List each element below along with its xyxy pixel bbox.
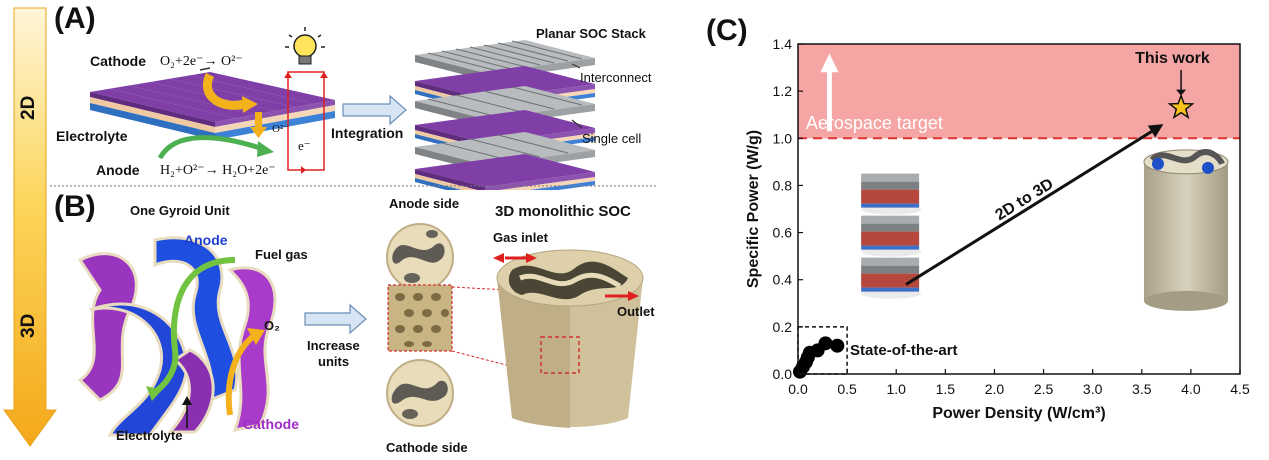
x-tick-label: 2.5 — [1034, 381, 1054, 397]
x-tick-label: 2.0 — [985, 381, 1005, 397]
y-tick-label: 1.4 — [773, 36, 793, 52]
state-of-the-art-point — [818, 336, 833, 351]
x-tick-label: 4.0 — [1181, 381, 1201, 397]
y-tick-label: 1.2 — [773, 83, 793, 99]
x-tick-label: 1.5 — [936, 381, 956, 397]
panel-b-graphics — [77, 223, 644, 437]
increase-label: Increase — [307, 338, 360, 353]
anode-reaction: H₂+O²⁻→ H₂O+2e⁻ — [160, 163, 276, 178]
mono-title: 3D monolithic SOC — [495, 203, 631, 220]
chart-svg: 0.0 0.5 1.0 1.5 2.0 2.5 3.0 3.5 4.0 4.5 0.0 0.2 0.4… — [745, 36, 1250, 422]
state-of-the-art-point — [830, 338, 845, 353]
gyroid-cathode-label: Cathode — [243, 416, 299, 432]
lightbulb-icon — [285, 27, 325, 65]
o2-label: O₂ — [264, 318, 280, 333]
panel-divider — [50, 185, 658, 187]
panel-c-tag: (C) — [706, 14, 748, 47]
aerospace-target-region — [798, 44, 1240, 139]
x-tick-label: 3.5 — [1132, 381, 1152, 397]
anode-side-circle — [386, 223, 454, 291]
x-tick-label: 0.0 — [788, 381, 808, 397]
y-tick-label: 0.4 — [773, 272, 793, 288]
cathode-reaction: O₂+2e⁻→ O²⁻ — [160, 54, 243, 69]
gyroid-anode-label: Anode — [184, 232, 228, 248]
aerospace-target-label: Aerospace target — [806, 113, 943, 133]
trend-arrow-head — [1147, 124, 1164, 138]
y-tick-label: 1.0 — [773, 130, 793, 146]
increase-arrow — [304, 303, 367, 335]
x-tick-label: 0.5 — [837, 381, 857, 397]
units-label: units — [318, 354, 350, 369]
target-up-arrow — [820, 53, 839, 132]
plot-frame — [797, 43, 1241, 375]
panel-a-tag: (A) — [54, 2, 96, 35]
y-tick-label: 0.6 — [773, 225, 793, 241]
monolithic-cylinder — [493, 249, 644, 428]
this-work-pointer-head — [1176, 89, 1187, 96]
gas-inlet-label: Gas inlet — [493, 230, 548, 245]
gyroid-electrolyte-label: Electrolyte — [116, 428, 183, 443]
integration-label: Integration — [331, 125, 404, 141]
chart-decorations — [861, 149, 1229, 311]
y-tick-label: 0.2 — [773, 319, 793, 335]
panel-a-graphics — [90, 27, 595, 190]
this-work-label: This work — [1135, 50, 1210, 67]
dimension-arrow — [3, 7, 57, 447]
gyroid-title: One Gyroid Unit — [130, 203, 230, 218]
x-tick-label: 1.0 — [886, 381, 906, 397]
gyroid-unit — [77, 236, 277, 437]
electron-label: e⁻ — [298, 138, 311, 153]
cathode-label: Cathode — [90, 53, 146, 69]
y-axis-label: Specific Power (W/g) — [745, 130, 762, 288]
trend-arrow — [905, 130, 1153, 286]
gyroid-array-square — [387, 284, 453, 352]
stack-title: Planar SOC Stack — [536, 26, 646, 41]
this-work-star — [1167, 93, 1195, 120]
label-2d: 2D — [18, 95, 39, 120]
anode-label: Anode — [96, 162, 140, 178]
electrolyte-layer — [90, 97, 215, 133]
anode-side-label: Anode side — [389, 196, 460, 211]
oxide-ion-label: O²⁻ — [272, 123, 290, 135]
panel-b-tag: (B) — [54, 190, 96, 223]
fuel-gas-label: Fuel gas — [255, 247, 308, 262]
electrolyte-label: Electrolyte — [56, 128, 128, 144]
single-cell-label: Single cell — [582, 131, 642, 146]
outlet-label: Outlet — [617, 304, 655, 319]
x-tick-label: 4.5 — [1230, 381, 1250, 397]
state-of-the-art-label: State-of-the-art — [850, 342, 958, 359]
anode-layer — [90, 103, 215, 140]
x-axis-label: Power Density (W/cm³) — [932, 405, 1105, 422]
cathode-side-label: Cathode side — [386, 440, 468, 455]
interconnect-label: Interconnect — [580, 70, 652, 85]
y-tick-label: 0.0 — [773, 366, 793, 382]
planar-stack — [415, 40, 595, 190]
integration-arrow — [342, 94, 407, 126]
x-tick-label: 3.0 — [1083, 381, 1103, 397]
cathode-side-circle — [386, 359, 454, 427]
label-3d: 3D — [18, 313, 39, 338]
y-tick-label: 0.8 — [773, 177, 793, 193]
